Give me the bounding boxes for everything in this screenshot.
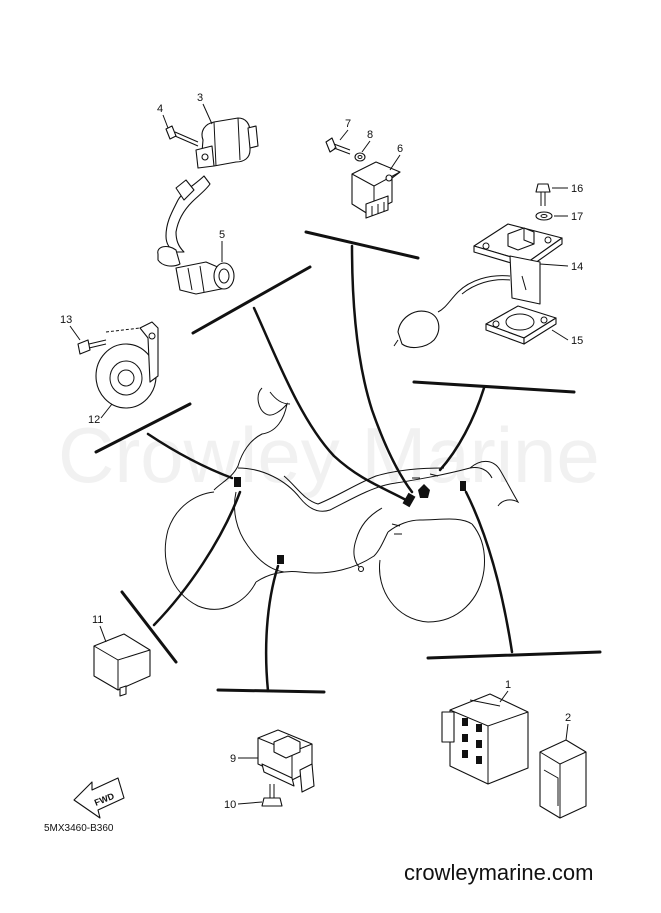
callout-13: 13 [60, 314, 72, 326]
relay-11-group [93, 633, 151, 697]
fuel-sender-group [393, 183, 563, 349]
callout-8: 8 [367, 129, 373, 141]
callout-16: 16 [571, 183, 583, 195]
unit-1-2-group [441, 693, 587, 819]
callout-1: 1 [505, 679, 511, 691]
ignition-coil-group [157, 117, 259, 295]
relay-group [325, 137, 401, 219]
connector-harness [402, 492, 416, 508]
callout-11: 11 [92, 614, 103, 626]
callout-15: 15 [571, 335, 583, 347]
callout-7: 7 [345, 118, 351, 130]
callout-3: 3 [197, 92, 203, 104]
watermark: Crowley Marine [58, 411, 600, 499]
callout-12: 12 [88, 414, 100, 426]
horn-group [77, 321, 159, 409]
callout-14: 14 [571, 261, 583, 273]
callouts: 3 4 5 7 8 6 16 17 14 15 13 12 11 9 10 1 … [60, 92, 583, 811]
connector-relay [418, 484, 430, 498]
callout-4: 4 [157, 103, 163, 115]
leader-lines [94, 230, 602, 694]
website-url: crowleymarine.com [404, 860, 594, 885]
fwd-arrow-icon: FWD [73, 777, 125, 819]
connector-horn [234, 477, 241, 487]
callout-10: 10 [224, 799, 236, 811]
connector-rear [460, 481, 466, 491]
part-code: 5MX3460-B360 [44, 823, 114, 834]
callout-9: 9 [230, 753, 236, 765]
callout-6: 6 [397, 143, 403, 155]
motorcycle-outline [164, 387, 520, 623]
callout-2: 2 [565, 712, 571, 724]
callout-5: 5 [219, 229, 225, 241]
connector-lower [277, 555, 284, 564]
callout-17: 17 [571, 211, 583, 223]
switch-9-group [257, 729, 315, 807]
